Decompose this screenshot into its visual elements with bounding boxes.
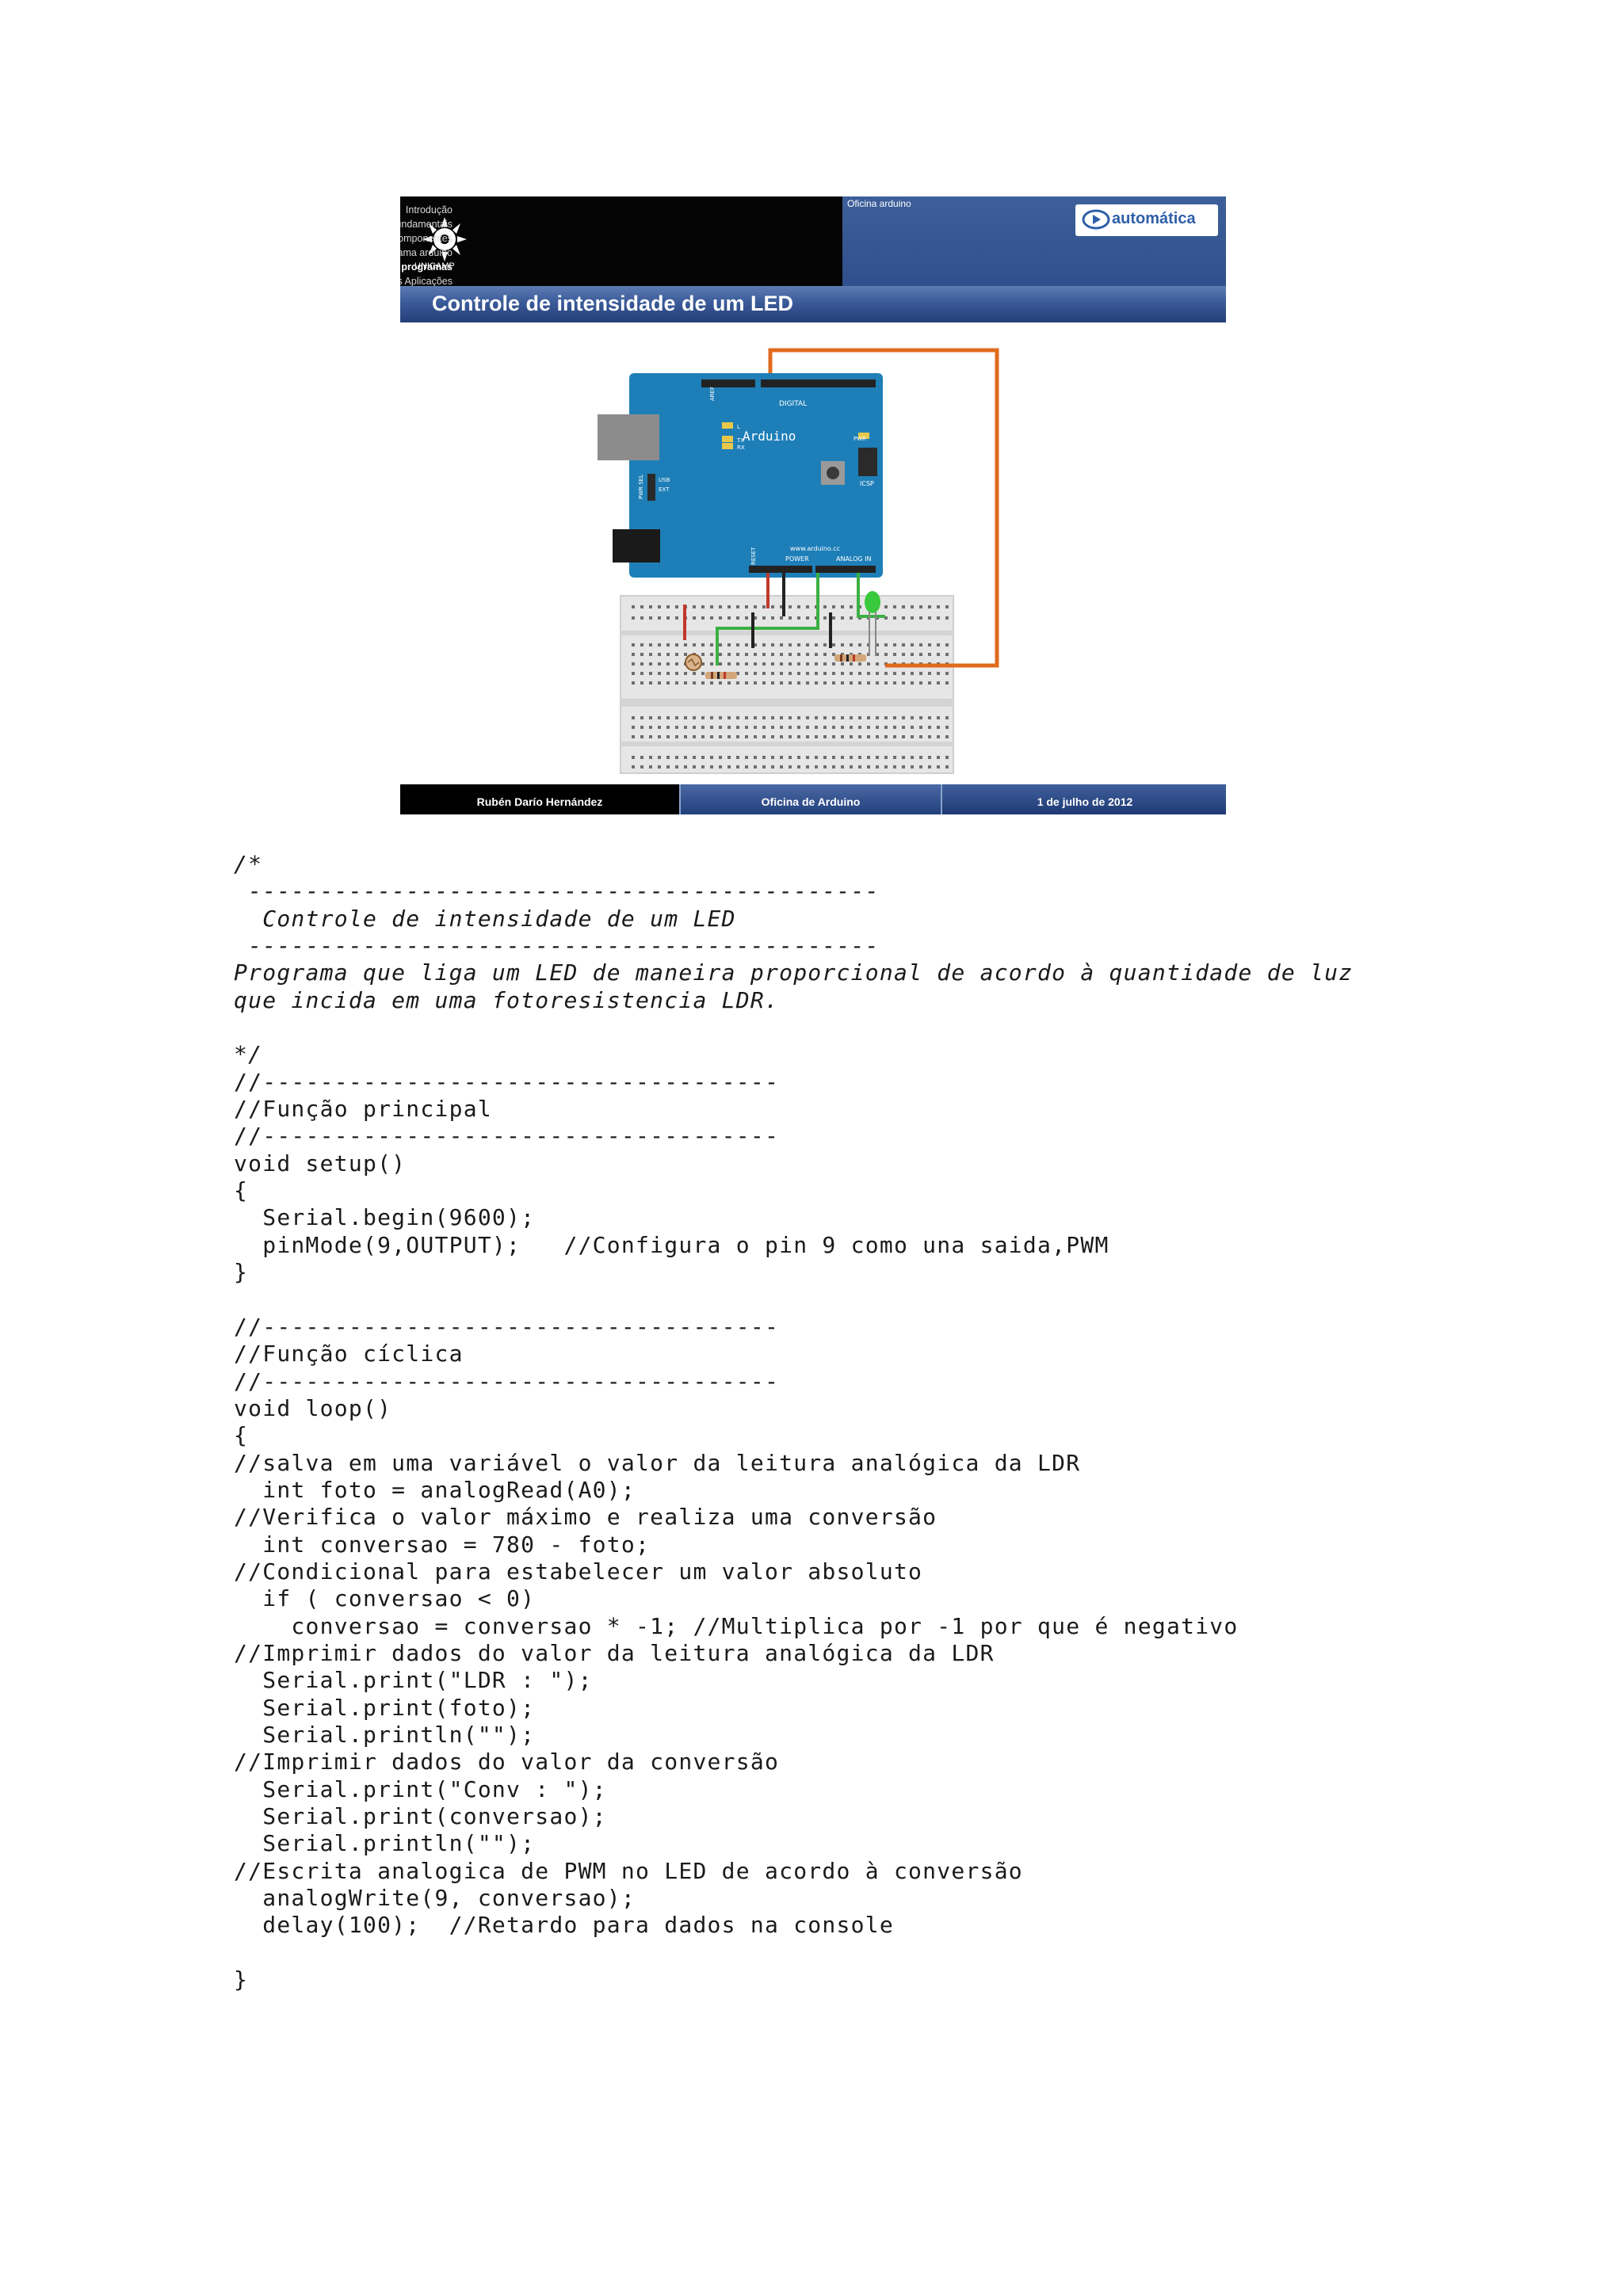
code-line: //Verifica o valor máximo e realiza uma … bbox=[234, 1504, 938, 1531]
code-line: int foto = analogRead(A0); bbox=[234, 1476, 636, 1503]
board-power-label: POWER bbox=[785, 555, 809, 563]
play-logo-icon bbox=[1082, 209, 1110, 230]
code-listing: /* -------------------------------------… bbox=[234, 851, 1353, 1993]
code-line: /* bbox=[234, 851, 263, 877]
circuit-diagram: Arduino DIGITAL www.arduino.cc POWER ANA… bbox=[598, 348, 999, 774]
code-line bbox=[234, 1939, 1353, 1966]
brand-badge: automática bbox=[1075, 204, 1218, 236]
code-line: //Função cíclica bbox=[234, 1341, 464, 1367]
menu-item: Desenvolvimento dos programas bbox=[400, 261, 453, 273]
resistor-icon bbox=[705, 672, 737, 679]
code-line: Serial.print(conversao); bbox=[234, 1803, 607, 1830]
code-line bbox=[234, 1014, 1353, 1041]
board-analog-label: ANALOG IN bbox=[836, 555, 872, 563]
brand-text: automática bbox=[1112, 210, 1196, 227]
board-icsp-label: ICSP bbox=[860, 480, 874, 487]
board-site-label: www.arduino.cc bbox=[790, 545, 840, 552]
board-aref-label: AREF bbox=[709, 387, 716, 401]
header-course-label: Oficina arduino bbox=[847, 198, 911, 209]
slide-image: UNICAMP IntroduçãoConceitos fundamentais… bbox=[400, 193, 1226, 814]
board-ext-label: EXT bbox=[659, 486, 670, 493]
menu-item: Conceitos fundamentais bbox=[400, 219, 453, 230]
board-pwr-label: PWR bbox=[854, 436, 866, 442]
code-line: Serial.println(""); bbox=[234, 1722, 536, 1748]
code-line: Serial.println(""); bbox=[234, 1830, 536, 1857]
code-line: delay(100); //Retardo para dados na cons… bbox=[234, 1912, 894, 1939]
footer-course: Oficina de Arduino bbox=[679, 784, 941, 814]
arduino-board: Arduino DIGITAL www.arduino.cc POWER ANA… bbox=[598, 373, 883, 578]
resistor-icon bbox=[834, 654, 866, 662]
header-black-panel: UNICAMP IntroduçãoConceitos fundamentais… bbox=[400, 196, 842, 293]
code-line: { bbox=[234, 1422, 249, 1449]
board-tx-label: TX bbox=[736, 437, 744, 444]
board-usb-label: USB bbox=[659, 477, 670, 483]
menu-item: Descrição dos componentes bbox=[400, 233, 453, 244]
code-line: //Imprimir dados do valor da conversão bbox=[234, 1749, 780, 1775]
code-line: if ( conversao < 0) bbox=[234, 1585, 536, 1612]
code-line: Programa que liga um LED de maneira prop… bbox=[234, 959, 1354, 986]
code-line: //Imprimir dados do valor da leitura ana… bbox=[234, 1639, 995, 1666]
wires bbox=[683, 573, 885, 666]
code-line: analogWrite(9, conversao); bbox=[234, 1885, 636, 1912]
code-line: //salva em uma variável o valor da leitu… bbox=[234, 1449, 1081, 1476]
code-line: int conversao = 780 - foto; bbox=[234, 1531, 651, 1558]
footer-date: 1 de julho de 2012 bbox=[941, 784, 1226, 814]
code-line: pinMode(9,OUTPUT); //Configura o pin 9 c… bbox=[234, 1231, 1109, 1258]
board-l-label: L bbox=[737, 424, 740, 430]
code-line: conversao = conversao * -1; //Multiplica… bbox=[234, 1612, 1239, 1639]
board-rx-label: RX bbox=[737, 444, 745, 451]
code-line: */ bbox=[234, 1041, 263, 1068]
code-line: //Condicional para estabelecer um valor … bbox=[234, 1558, 923, 1585]
code-line: Serial.print(foto); bbox=[234, 1694, 536, 1721]
menu-item: Apresentação do programa arduino bbox=[400, 247, 453, 258]
footer-author: Rubén Darío Hernández bbox=[400, 784, 679, 814]
slide-header: UNICAMP IntroduçãoConceitos fundamentais… bbox=[400, 193, 1226, 323]
board-digital-label: DIGITAL bbox=[779, 400, 807, 408]
code-line: { bbox=[234, 1177, 249, 1204]
slide-footer: Rubén Darío Hernández Oficina de Arduino… bbox=[400, 784, 1226, 814]
breadboard-holes bbox=[632, 605, 949, 769]
code-line: //------------------------------------ bbox=[234, 1068, 780, 1095]
code-line bbox=[234, 1287, 1353, 1314]
slide-menu: IntroduçãoConceitos fundamentaisDescriçã… bbox=[400, 203, 453, 288]
unicamp-logo-icon bbox=[422, 217, 467, 261]
slide-title: Controle de intensidade de um LED bbox=[432, 292, 794, 315]
board-name: Arduino bbox=[743, 429, 796, 444]
code-line: Controle de intensidade de um LED bbox=[234, 905, 736, 932]
code-line: //------------------------------------ bbox=[234, 1367, 780, 1394]
board-pwr-sel-label: PWR SEL bbox=[638, 475, 644, 499]
led-icon bbox=[865, 591, 880, 656]
code-line: ----------------------------------------… bbox=[234, 878, 880, 905]
ldr-icon bbox=[685, 654, 702, 671]
code-line: } bbox=[234, 1259, 249, 1286]
code-line: } bbox=[234, 1966, 249, 1993]
code-line: //------------------------------------ bbox=[234, 1313, 780, 1340]
code-line: void setup() bbox=[234, 1150, 407, 1177]
code-line: Serial.print("Conv : "); bbox=[234, 1775, 607, 1802]
code-line: ----------------------------------------… bbox=[234, 933, 880, 959]
breadboard bbox=[620, 595, 954, 774]
menu-item: Introdução bbox=[405, 204, 453, 215]
code-line: que incida em uma fotoresistencia LDR. bbox=[234, 986, 780, 1013]
code-line: Serial.begin(9600); bbox=[234, 1204, 536, 1231]
code-line: Serial.print("LDR : "); bbox=[234, 1667, 593, 1694]
menu-item: Outras Aplicações bbox=[400, 276, 453, 287]
code-line: //------------------------------------ bbox=[234, 1123, 780, 1150]
code-line: void loop() bbox=[234, 1394, 392, 1421]
code-line: //Escrita analogica de PWM no LED de aco… bbox=[234, 1857, 1023, 1884]
slide-title-bar: Controle de intensidade de um LED bbox=[400, 286, 1226, 322]
board-reset-label: RESET bbox=[750, 547, 757, 565]
code-line: //Função principal bbox=[234, 1096, 492, 1123]
orange-wire bbox=[768, 348, 999, 668]
logo-text: UNICAMP bbox=[414, 261, 455, 271]
